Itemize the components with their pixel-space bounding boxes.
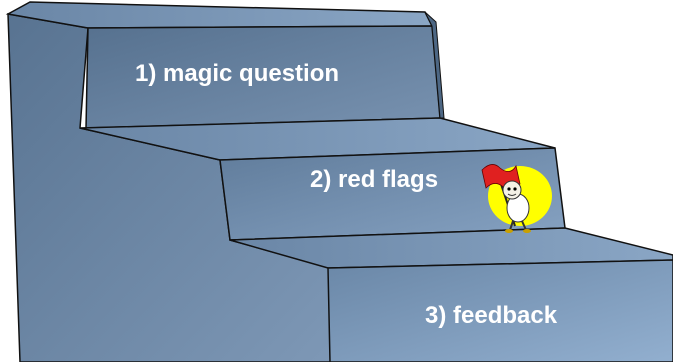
step-1-label: 1) magic question — [135, 60, 340, 87]
flag-bearer-mascot-icon — [481, 164, 552, 233]
step-3-label: 3) feedback — [425, 302, 558, 329]
step-3-face — [327, 259, 673, 362]
step-2-label: 2) red flags — [310, 166, 439, 193]
step-1-tread — [5, 1, 434, 29]
